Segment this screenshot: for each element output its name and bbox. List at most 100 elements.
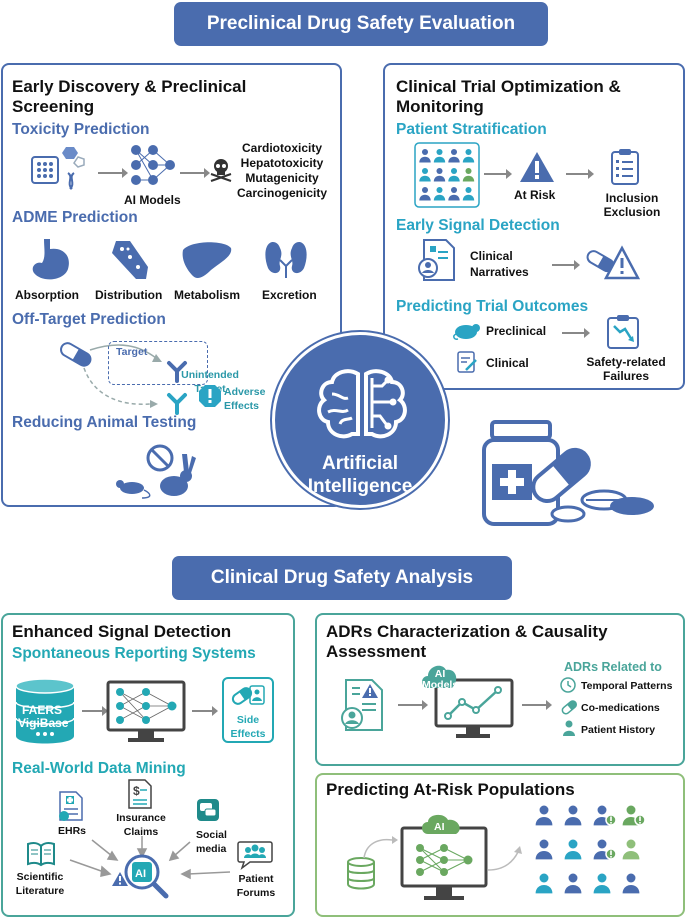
exclusion-label: Exclusion [603, 205, 661, 219]
clinical-banner: Clinical Drug Safety Analysis [172, 556, 512, 600]
arrow-icon [484, 169, 512, 179]
arrow-icon [98, 168, 128, 178]
safety-failures-label: Safety-related Failures [586, 355, 666, 383]
database-icon [15, 678, 75, 744]
chat-bubbles-icon [197, 799, 219, 821]
offtarget-heading: Off-Target Prediction [12, 311, 166, 328]
target-dashed-box [108, 341, 208, 385]
ai-center-label: Artificial Intelligence [307, 453, 413, 497]
svg-text:$: $ [133, 784, 140, 798]
target-label: Target [116, 346, 148, 358]
preclinical-banner: Preclinical Drug Safety Evaluation [174, 2, 548, 46]
population-grid-icon [535, 805, 646, 894]
inclusion-label: Inclusion [605, 191, 659, 205]
arrow-icon [562, 328, 590, 338]
toxicity-outcome-hepato: Hepatotoxicity [240, 156, 324, 170]
skull-icon [210, 159, 232, 182]
at-risk-label: At Risk [514, 188, 556, 202]
side-effects-label: Side Effects [230, 714, 266, 740]
pills-icon [561, 700, 578, 715]
ai-network-monitor-icon [400, 814, 488, 900]
enhanced-signal-title: Enhanced Signal Detection [12, 622, 232, 641]
cloud-icon [422, 665, 457, 688]
adme-heading: ADME Prediction [12, 209, 138, 226]
mouse-icon [453, 324, 480, 340]
toxicity-outcome-carcino: Carcinogenicity [236, 186, 328, 200]
side-effects-card [222, 677, 274, 743]
ai-magnifier-icon: AI [112, 854, 169, 899]
pill-person-icon [231, 685, 265, 705]
srs-heading: Spontaneous Reporting Systems [12, 645, 256, 662]
neural-network-icon [131, 145, 175, 185]
arrow-icon [398, 700, 428, 710]
ai-models-cloud-label: AI Models [422, 668, 459, 691]
adr-title: ADRs Characterization & Causality Assess… [326, 622, 608, 661]
clinical-narratives-label: Clinical Narratives [470, 249, 529, 279]
clinical-label: Clinical [486, 356, 529, 370]
pill-capsule-icon [60, 342, 92, 367]
toxicity-outcome-muta: Mutagenicity [245, 171, 319, 185]
receptor-y-icon [167, 393, 187, 415]
arrow-icon [192, 706, 218, 716]
adr-report-icon [341, 679, 383, 731]
animal-testing-heading: Reducing Animal Testing [12, 414, 197, 431]
insurance-document-icon: $ [128, 779, 152, 809]
patient-forums-label: Patient Forums [236, 873, 276, 899]
off-target-paths [83, 344, 162, 408]
arrow-icon [552, 260, 580, 270]
receptor-y-icon [167, 361, 187, 383]
adme-distribution: Distribution [95, 288, 163, 302]
decline-chart-icon [607, 315, 639, 349]
patient-icon [563, 720, 575, 736]
animal-testing-icon [116, 444, 196, 499]
curved-arrow-icon [363, 836, 398, 859]
insurance-claims-label: Insurance Claims [116, 812, 166, 838]
faers-label: FAERS [22, 703, 63, 717]
atrisk-ai-label: AI [434, 821, 445, 833]
arrow-icon [566, 169, 594, 179]
temporal-patterns-label: Temporal Patterns [581, 680, 673, 692]
stratification-heading: Patient Stratification [396, 121, 547, 138]
bone-tissue-icon [112, 241, 148, 279]
checklist-icon [611, 149, 639, 185]
curved-arrow-icon [487, 846, 522, 871]
patient-history-label: Patient History [581, 724, 656, 736]
arrow-icon [82, 706, 108, 716]
patient-grid-icon [414, 142, 480, 208]
adverse-effects-label: Adverse Effects [224, 386, 266, 412]
adme-excretion: Excretion [262, 288, 317, 302]
adme-metabolism: Metabolism [174, 288, 241, 302]
scientific-literature-label: Scientific Literature [15, 871, 65, 897]
clinical-trial-panel [383, 63, 685, 390]
pill-warning-icon [586, 245, 641, 280]
ehrs-label: EHRs [58, 825, 87, 837]
arrow-icon [180, 168, 210, 178]
ai-monitor-chart-icon [434, 678, 514, 738]
vigibase-label: VigiBase [18, 716, 69, 730]
brain-circuit-icon [317, 369, 407, 439]
co-medications-label: Co-medications [581, 702, 660, 714]
early-discovery-title: Early Discovery & Preclinical Screening [12, 77, 247, 116]
warning-octagon-icon [199, 385, 221, 407]
ai-chip-text: AI [135, 868, 146, 880]
adr-related-label: ADRs Related to [564, 660, 662, 674]
adme-absorption: Absorption [15, 288, 79, 302]
toxicity-heading: Toxicity Prediction [12, 121, 150, 138]
rwd-heading: Real-World Data Mining [12, 760, 186, 777]
clock-icon [560, 677, 576, 693]
ai-models-label: AI Models [124, 193, 181, 207]
database-small-icon [347, 857, 375, 890]
molecule-grid-icon [31, 147, 85, 190]
ehr-document-icon [59, 791, 83, 821]
trial-outcomes-heading: Predicting Trial Outcomes [396, 298, 589, 315]
clipboard-pen-icon [457, 351, 477, 373]
warning-triangle-icon [520, 152, 554, 182]
preclinical-label: Preclinical [486, 324, 547, 338]
patient-document-icon [418, 239, 455, 281]
liver-icon [182, 242, 232, 278]
arrow-icon [522, 700, 552, 710]
monitor-network-icon [106, 680, 186, 742]
medicine-bottle-icon [482, 420, 654, 526]
social-media-label: Social media [196, 829, 227, 855]
